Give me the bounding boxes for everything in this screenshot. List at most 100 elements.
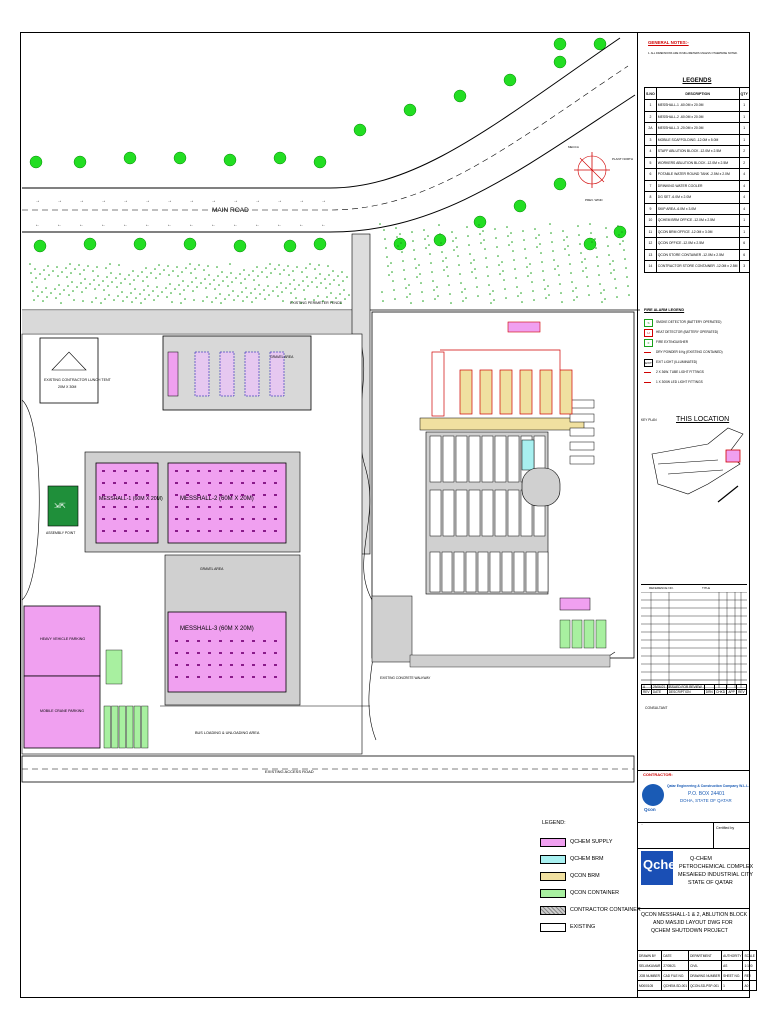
table-mark [219,640,222,642]
shrub-dot [507,235,509,237]
store-container [477,551,489,593]
table-mark [241,506,244,508]
legend-cell-qty: 1 [738,214,750,227]
table-mark [263,506,266,508]
shrub-dot [606,236,608,238]
table-mark [186,506,189,508]
fire-alarm-item: DRY POWDER 6 Kg (EXISTING CONTAINED) [644,348,748,358]
legend-swatch-label: CONTRACTOR CONTAINER [570,907,641,913]
scaffold-rack [244,351,260,397]
shrub-dot [411,231,413,233]
office-containers [429,399,607,649]
title-block-cell: JOB NUMBER [636,970,663,981]
shrub-dot [314,268,316,270]
skip-container [569,413,595,423]
title-block-cell: DRAWN BY [636,950,663,961]
table-mark [219,664,222,666]
rev-h-rev2: REV [736,689,747,695]
shrub-dot [626,276,628,278]
shrub-dot [274,268,276,270]
mobile-crane-parking [23,675,101,749]
legend-cell-desc: QCON BRM OFFICE -12.0M x 3.0M [655,225,740,238]
certified-vline [713,822,714,848]
ablution-block [431,351,445,417]
shrub-dot [484,248,486,250]
scaffold-rack [194,351,210,397]
shrub-dot [459,273,461,275]
legend-cell-qty: 2 [738,156,750,169]
qchem-logo-text: Qchem [643,857,688,872]
shrub-dot [230,272,232,274]
title-divider [637,908,750,909]
table-mark [252,470,255,472]
table-mark [146,494,149,496]
lunch-tent-label: EXISTING CONTRACTOR LUNCH TENT [44,378,112,382]
legend-cell-desc: WORKERS ABLUTION BLOCK -12.0M x 2.5M [655,156,740,169]
shrub-dot [582,270,584,272]
green-container [133,705,141,749]
table-mark [175,664,178,666]
shrub-dot [181,271,183,273]
legend-cell-qty: 1 [738,99,750,112]
shrub-dot [401,251,403,253]
shrub-dot [474,268,476,270]
shrub-dot [482,230,484,232]
this-location-label: THIS LOCATION [676,416,730,423]
legend-cell-no: 6 [644,168,657,181]
shrub-dot [79,273,81,275]
shrub-dot [337,275,339,277]
shrub-dot [581,261,583,263]
shrub-dot [142,280,144,282]
table-mark [186,494,189,496]
road-arrow-icon: ← [299,222,304,228]
shrub-dot [107,285,109,287]
shrub-dot [461,291,463,293]
drawing-title-1: QCON MESSHALL-1 & 2, ABLUTION BLOCK [641,912,748,918]
legend-cell-desc: DRINKING WATER COOLER [655,179,740,192]
shrub-dot [443,269,445,271]
ablution-block [459,369,473,415]
shrub-dot [292,270,294,272]
table-mark [230,470,233,472]
shrub-dot [594,238,596,240]
shrub-dot [471,271,473,273]
table-mark [252,530,255,532]
contractor-name: Qatar Engineering & Construction Company… [667,784,750,788]
shrub-dot [118,264,120,266]
table-mark [274,482,277,484]
shrub-dot [288,274,290,276]
title-block-cell: M000/105 [636,980,663,991]
shrub-dot [503,279,505,281]
shrub-dot [543,279,545,281]
shrub-dot [552,250,554,252]
shrub-dot [341,271,343,273]
shrub-dot [119,273,121,275]
table-mark [135,518,138,520]
ablution-block [519,369,533,415]
road-arrow-icon: → [277,198,282,204]
shrub-dot [298,284,300,286]
shrub-dot [490,302,492,304]
shrub-dot [316,286,318,288]
shrub-dot [320,282,322,284]
shrub-dot [185,267,187,269]
green-container [111,705,119,749]
shrub-dot [187,285,189,287]
shrub-dot [610,272,612,274]
shrub-dot [231,281,233,283]
shrub-dot [133,279,135,281]
title-block-cell: AS [721,960,744,971]
lunch-tent-size: 20M X 30M [58,385,76,389]
shrub-dot [597,265,599,267]
shrub-dot [177,275,179,277]
shrub-dot [599,283,601,285]
shrub-dot [153,299,155,301]
shrub-dot [215,297,217,299]
table-mark [208,494,211,496]
scaffold-rack [219,351,235,397]
shrub-dot [572,290,574,292]
table-mark [102,482,105,484]
shrub-dot [165,287,167,289]
